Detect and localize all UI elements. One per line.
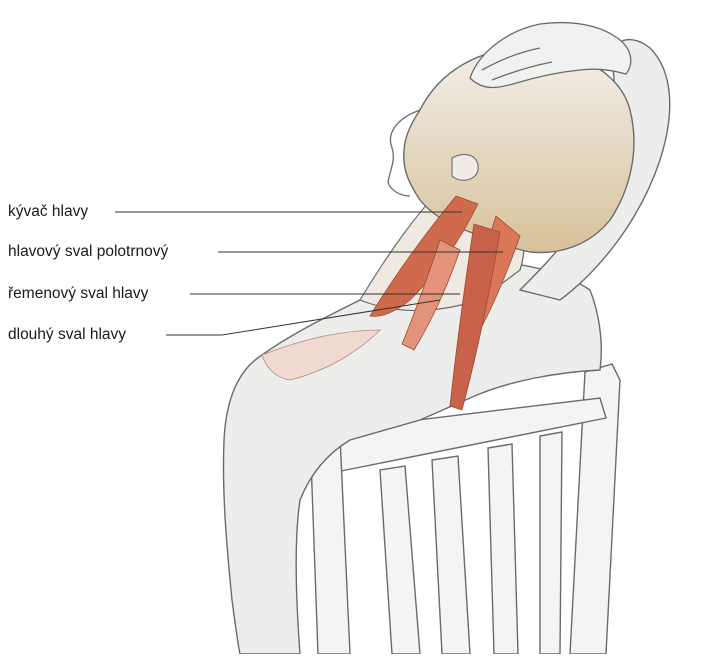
label-kyvac-hlavy: kývač hlavy	[8, 203, 88, 221]
label-remenovy-sval-hlavy: řemenový sval hlavy	[8, 285, 148, 303]
label-dlouhy-sval-hlavy: dlouhý sval hlavy	[8, 326, 126, 344]
label-hlavovy-sval-polotrnovy: hlavový sval polotrnový	[8, 243, 168, 261]
